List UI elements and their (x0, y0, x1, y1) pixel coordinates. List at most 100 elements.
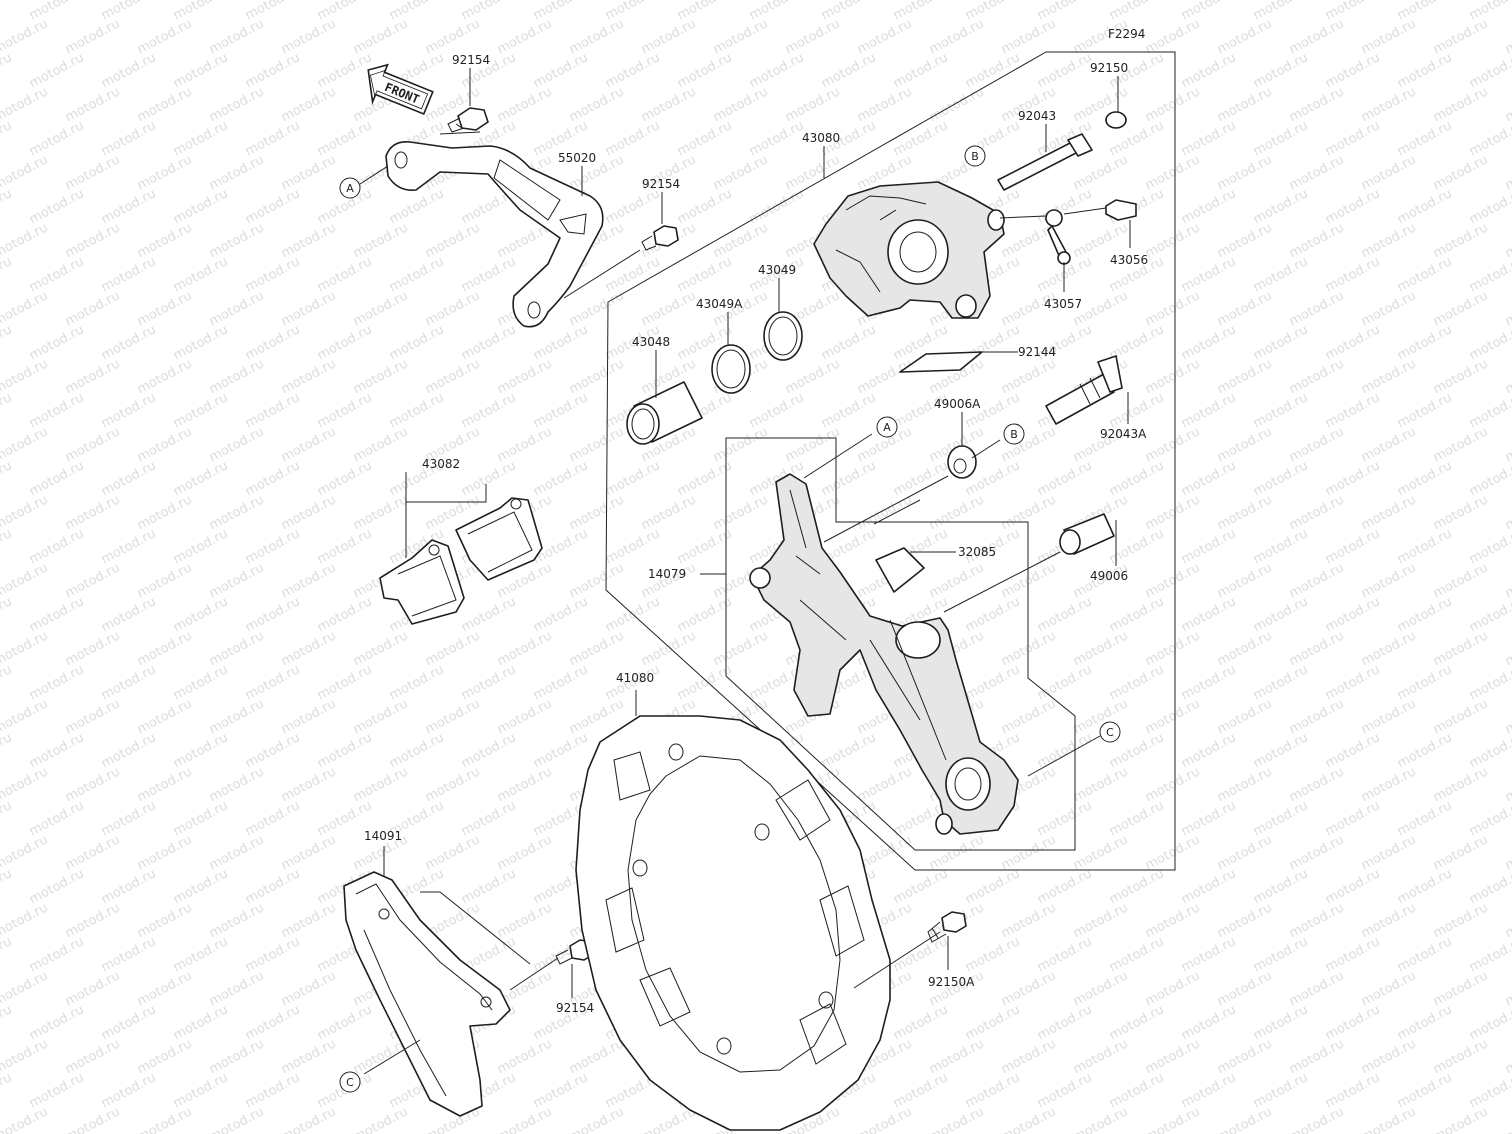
watermark-text: motod.ru (1251, 458, 1311, 499)
watermark-text: motod.ru (1251, 322, 1311, 363)
watermark-text: motod.ru (927, 84, 987, 125)
watermark-text: motod.ru (495, 16, 555, 57)
watermark-text: motod.ru (99, 322, 159, 363)
watermark-text: motod.ru (495, 356, 555, 397)
watermark-text: motod.ru (711, 152, 771, 193)
watermark-text: motod.ru (387, 186, 447, 227)
watermark-text: motod.ru (1431, 356, 1491, 397)
watermark-text: motod.ru (1143, 424, 1203, 465)
bolt-92154-mid (641, 225, 679, 251)
watermark-text: motod.ru (711, 492, 771, 533)
watermark-text: motod.ru (1431, 492, 1491, 533)
watermark-text: motod.ru (1143, 968, 1203, 1009)
watermark-text: motod.ru (315, 458, 375, 499)
watermark-text: motod.ru (1323, 866, 1383, 907)
watermark-text: motod.ru (1503, 492, 1512, 533)
watermark-text: motod.ru (243, 118, 303, 159)
watermark-text: motod.ru (1395, 254, 1455, 295)
watermark-text: motod.ru (1287, 492, 1347, 533)
watermark-text: motod.ru (1395, 118, 1455, 159)
watermark-text: motod.ru (495, 628, 555, 669)
watermark-text: motod.ru (567, 492, 627, 533)
watermark-text: motod.ru (135, 1104, 195, 1134)
watermark-text: motod.ru (999, 220, 1059, 261)
watermark-text: motod.ru (963, 594, 1023, 635)
watermark-text: motod.ru (99, 526, 159, 567)
watermark-text: motod.ru (315, 526, 375, 567)
watermark-text: motod.ru (1467, 50, 1512, 91)
watermark-text: motod.ru (1503, 628, 1512, 669)
watermark-text: motod.ru (63, 900, 123, 941)
watermark-text: motod.ru (1143, 152, 1203, 193)
watermark-text: motod.ru (819, 390, 879, 431)
watermark-text: motod.ru (603, 118, 663, 159)
watermark-text: motod.ru (423, 16, 483, 57)
watermark-text: motod.ru (1395, 866, 1455, 907)
connector-C-guard: C (339, 1071, 361, 1093)
watermark-text: motod.ru (279, 832, 339, 873)
watermark-text: motod.ru (927, 560, 987, 601)
watermark-text: motod.ru (1467, 322, 1512, 363)
watermark-text: motod.ru (639, 628, 699, 669)
watermark-text: motod.ru (1179, 594, 1239, 635)
watermark-text: motod.ru (243, 730, 303, 771)
connector-B-caliper: B (964, 145, 986, 167)
watermark-text: motod.ru (0, 186, 15, 227)
brake-pads-43082 (379, 497, 543, 625)
part-label-32085: 32085 (958, 545, 996, 559)
piston-43048 (626, 381, 703, 445)
watermark-text: motod.ru (783, 16, 843, 57)
watermark-text: motod.ru (27, 526, 87, 567)
watermark-text: motod.ru (171, 1002, 231, 1043)
watermark-text: motod.ru (423, 220, 483, 261)
watermark-text: motod.ru (1251, 254, 1311, 295)
watermark-text: motod.ru (135, 696, 195, 737)
watermark-text: motod.ru (603, 526, 663, 567)
watermark-text: motod.ru (1323, 50, 1383, 91)
watermark-text: motod.ru (171, 1070, 231, 1111)
watermark-text: motod.ru (495, 696, 555, 737)
watermark-text: motod.ru (1323, 390, 1383, 431)
watermark-text: motod.ru (1251, 50, 1311, 91)
watermark-text: motod.ru (99, 254, 159, 295)
watermark-text: motod.ru (0, 1070, 15, 1111)
watermark-text: motod.ru (1035, 798, 1095, 839)
watermark-text: motod.ru (1179, 798, 1239, 839)
watermark-text: motod.ru (279, 492, 339, 533)
watermark-text: motod.ru (0, 390, 15, 431)
watermark-text: motod.ru (135, 424, 195, 465)
watermark-text: motod.ru (567, 1036, 627, 1077)
watermark-text: motod.ru (279, 288, 339, 329)
spring-32085 (875, 547, 925, 593)
watermark-text: motod.ru (1467, 526, 1512, 567)
watermark-text: motod.ru (1323, 186, 1383, 227)
watermark-text: motod.ru (1431, 1036, 1491, 1077)
watermark-text: motod.ru (999, 696, 1059, 737)
watermark-text: motod.ru (1287, 764, 1347, 805)
part-label-49006: 49006 (1090, 569, 1128, 583)
watermark-text: motod.ru (135, 288, 195, 329)
connector-C-right: C (1099, 721, 1121, 743)
watermark-text: motod.ru (351, 288, 411, 329)
watermark-text: motod.ru (1215, 152, 1275, 193)
watermark-text: motod.ru (1071, 1104, 1131, 1134)
watermark-text: motod.ru (171, 50, 231, 91)
watermark-text: motod.ru (1179, 50, 1239, 91)
watermark-text: motod.ru (135, 356, 195, 397)
watermark-text: motod.ru (171, 118, 231, 159)
watermark-text: motod.ru (315, 50, 375, 91)
watermark-text: motod.ru (207, 16, 267, 57)
watermark-text: motod.ru (1215, 900, 1275, 941)
watermark-text: motod.ru (27, 118, 87, 159)
watermark-text: motod.ru (0, 322, 15, 363)
watermark-text: motod.ru (1179, 662, 1239, 703)
watermark-text: motod.ru (1359, 288, 1419, 329)
watermark-text: motod.ru (459, 866, 519, 907)
watermark-text: motod.ru (27, 730, 87, 771)
watermark-text: motod.ru (603, 186, 663, 227)
watermark-text: motod.ru (1395, 594, 1455, 635)
watermark-text: motod.ru (531, 594, 591, 635)
watermark-text: motod.ru (1467, 798, 1512, 839)
watermark-text: motod.ru (1323, 322, 1383, 363)
watermark-text: motod.ru (1431, 16, 1491, 57)
